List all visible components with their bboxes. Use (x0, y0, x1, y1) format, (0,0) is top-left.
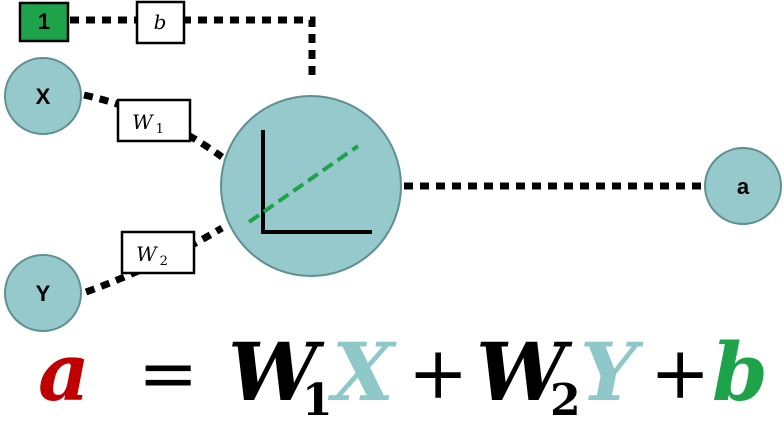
equation-y: Y (580, 325, 644, 419)
bias-weight-box: b (135, 0, 186, 45)
equation-plus-1: + (408, 331, 468, 415)
weight-1-subscript: 1 (156, 122, 164, 137)
y-connection (84, 224, 224, 296)
weight-1-label: W (132, 110, 154, 134)
equation-b: b (712, 325, 768, 419)
bias-connection (70, 16, 316, 80)
weight-2-label: W (136, 242, 158, 266)
neuron-node (220, 95, 402, 277)
input-y-node: Y (4, 254, 82, 332)
linear-activation-line (247, 144, 360, 224)
input-y-label: Y (36, 281, 51, 306)
svg-text:W1: W1 (132, 110, 164, 137)
equation-lhs: a (38, 325, 90, 419)
x-connection (83, 91, 225, 160)
bias-input-node: 1 (18, 1, 70, 43)
equation: a = W 1 X + W 2 Y + b (38, 325, 768, 426)
weight-2-subscript: 2 (160, 254, 168, 269)
equation-w1-subscript: 1 (302, 375, 333, 426)
equation-w1: W (228, 325, 325, 419)
equation-x: X (327, 325, 397, 419)
output-node: a (704, 147, 782, 225)
equation-w2: W (476, 325, 573, 419)
equation-equals: = (138, 331, 198, 415)
equation-w2-subscript: 2 (550, 375, 581, 426)
activation-axes (261, 130, 372, 234)
svg-text:W2: W2 (136, 242, 168, 269)
equation-plus-2: + (650, 331, 710, 415)
input-x-node: X (4, 57, 82, 135)
bias-input-label: 1 (38, 9, 50, 34)
input-x-label: X (36, 84, 51, 109)
output-label: a (737, 174, 750, 199)
bias-weight-label: b (154, 10, 167, 34)
